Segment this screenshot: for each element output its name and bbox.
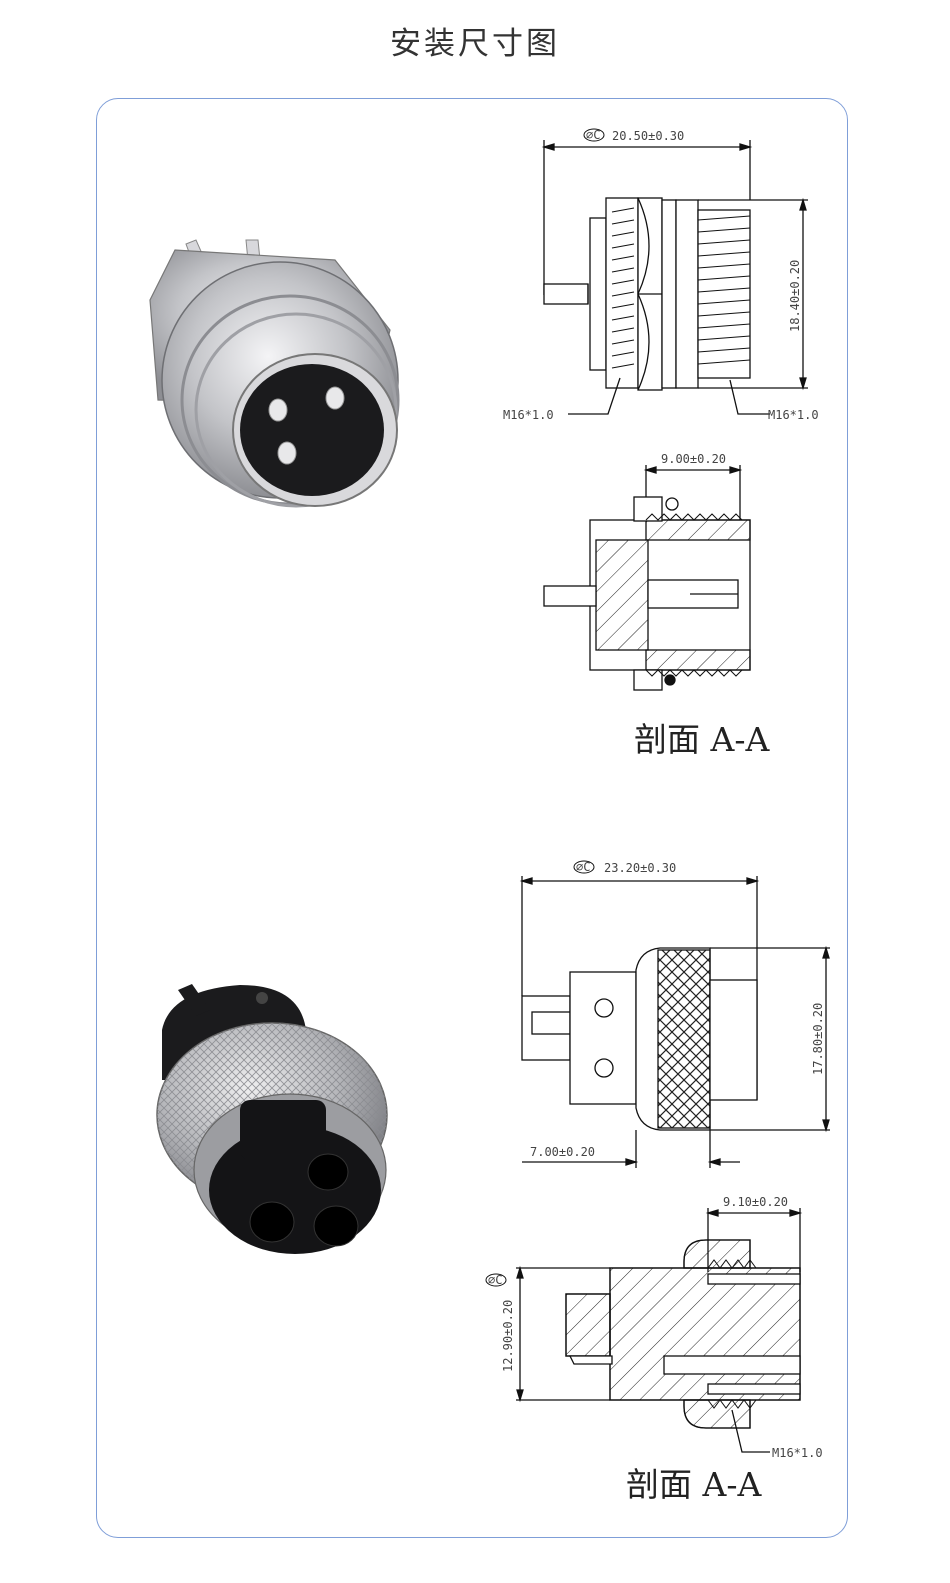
female-section-label: 剖面 A-A xyxy=(626,1465,762,1504)
female-height-dimension: 17.80±0.20 xyxy=(811,1003,825,1075)
male-length-dimension: 20.50±0.30 xyxy=(612,129,684,143)
female-offset-dimension: 7.00±0.20 xyxy=(530,1145,595,1159)
male-connector-photo xyxy=(149,239,400,508)
female-dia-symbol: ⌀C xyxy=(576,860,590,874)
diameter-symbol-icon xyxy=(573,860,595,874)
female-section-view xyxy=(516,1208,803,1453)
male-thread-left-label: M16*1.0 xyxy=(503,408,554,422)
male-thread-right-label: M16*1.0 xyxy=(768,408,819,422)
page-title: 安装尺寸图 xyxy=(390,26,560,62)
content-frame xyxy=(96,98,848,1538)
male-height-dimension: 18.40±0.20 xyxy=(788,260,802,332)
diameter-symbol-icon xyxy=(583,128,605,142)
female-section-height-dimension: 12.90±0.20 xyxy=(501,1300,515,1372)
female-section-dia-symbol: ⌀C xyxy=(488,1273,502,1287)
female-thread-label: M16*1.0 xyxy=(772,1446,823,1460)
diameter-symbol-icon xyxy=(485,1273,507,1287)
male-section-view xyxy=(543,465,751,691)
male-front-view xyxy=(541,140,808,415)
female-front-view xyxy=(519,876,830,1168)
female-connector-photo xyxy=(156,984,388,1254)
male-section-width-dimension: 9.00±0.20 xyxy=(661,452,726,466)
female-length-dimension: 23.20±0.30 xyxy=(604,861,676,875)
male-section-label: 剖面 A-A xyxy=(634,720,770,759)
female-section-width-dimension: 9.10±0.20 xyxy=(723,1195,788,1209)
male-dia-symbol: ⌀C xyxy=(586,128,600,142)
